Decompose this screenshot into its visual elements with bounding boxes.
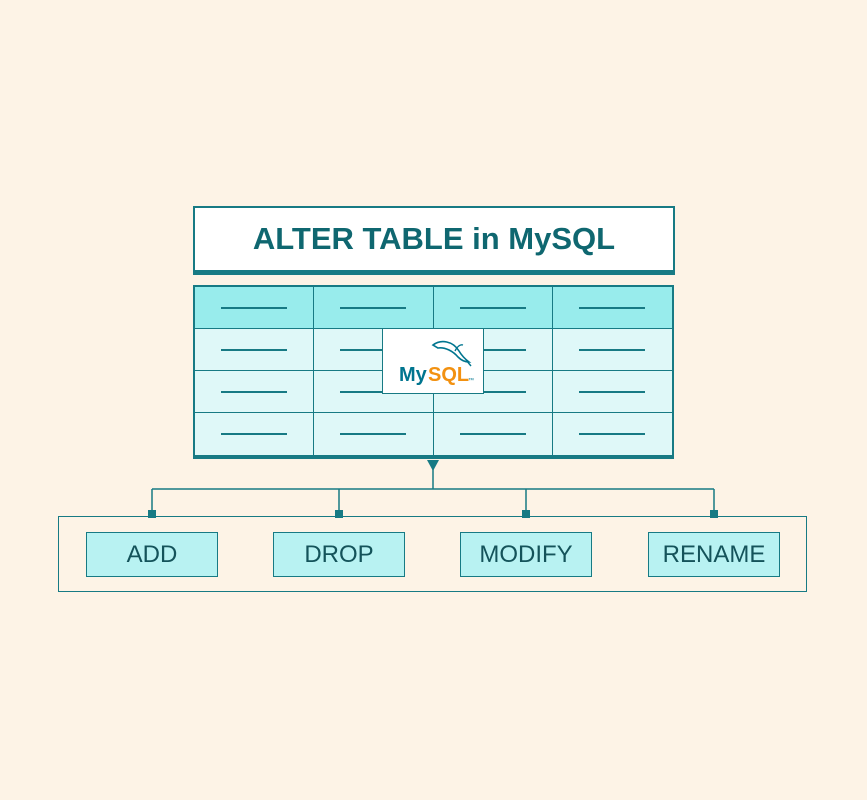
logo-text-sql: SQL (428, 364, 469, 386)
table-cell (195, 329, 315, 371)
placeholder-dash (459, 348, 526, 351)
down-arrow-icon (427, 460, 439, 471)
placeholder-dash (221, 306, 288, 309)
table-cell (552, 371, 672, 413)
connector-node (522, 510, 530, 518)
placeholder-dash (340, 390, 407, 393)
operation-drop: DROP (273, 532, 405, 577)
table-cell (195, 371, 315, 413)
connector-node (148, 510, 156, 518)
logo-trademark: ™ (468, 377, 474, 384)
mysql-logo: My SQL ™ (382, 328, 484, 394)
table-header-cell (552, 287, 672, 329)
table-cell (314, 413, 434, 455)
placeholder-dash (459, 433, 526, 435)
placeholder-dash (221, 390, 288, 393)
table-graphic (193, 285, 674, 459)
table-cell (195, 413, 315, 455)
diagram-title: ALTER TABLE in MySQL (193, 206, 675, 275)
table-cell (552, 329, 672, 371)
placeholder-dash (340, 348, 407, 351)
connector-node (710, 510, 718, 518)
placeholder-dash (459, 390, 526, 393)
placeholder-dash (579, 433, 646, 435)
operation-modify: MODIFY (460, 532, 592, 577)
placeholder-dash (579, 390, 646, 393)
placeholder-dash (459, 306, 526, 309)
placeholder-dash (340, 306, 407, 309)
table-header-cell (433, 287, 553, 329)
table-cell (433, 413, 553, 455)
connector-node (335, 510, 343, 518)
mysql-dolphin-icon (431, 340, 472, 367)
placeholder-dash (579, 306, 646, 309)
placeholder-dash (579, 348, 646, 351)
placeholder-dash (221, 433, 288, 435)
logo-text-my: My (399, 364, 428, 386)
table-header-cell (314, 287, 434, 329)
placeholder-dash (221, 348, 288, 351)
placeholder-dash (340, 433, 407, 435)
table-cell (552, 413, 672, 455)
table-header-cell (195, 287, 315, 329)
operation-add: ADD (86, 532, 218, 577)
operation-rename: RENAME (648, 532, 780, 577)
